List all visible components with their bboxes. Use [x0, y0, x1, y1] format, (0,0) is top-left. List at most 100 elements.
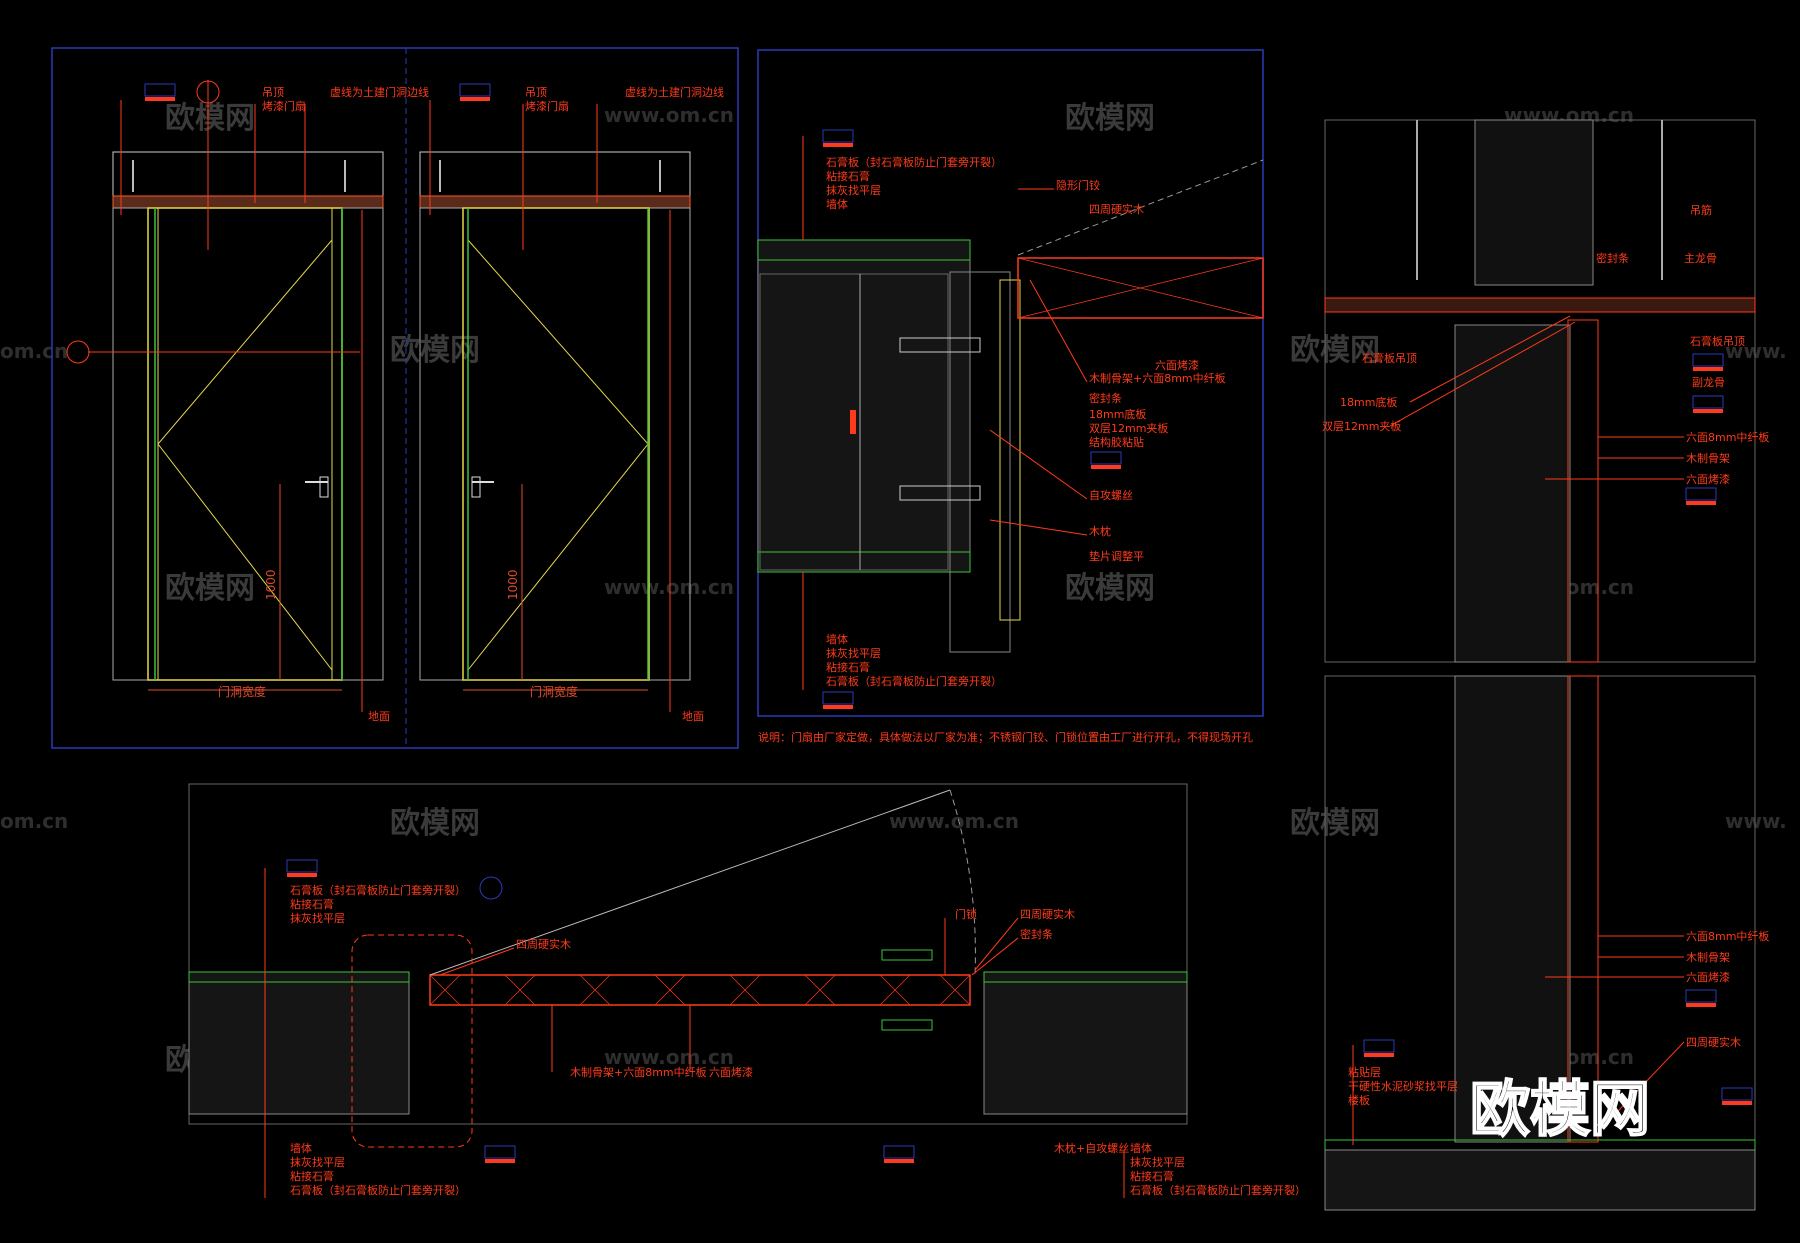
plaster-layer [983, 971, 1188, 983]
detail-tag [1693, 409, 1723, 413]
watermark-text: 欧模网 [1290, 333, 1380, 368]
detail-tag [823, 143, 853, 147]
label-layer: 粘接石膏 [290, 897, 334, 911]
label-frame: 木制骨架 [1686, 452, 1730, 465]
label-plywood: 双层12mm夹板 [1089, 421, 1168, 435]
label-layer: 墙体 [826, 197, 848, 211]
detail-tag [884, 1159, 914, 1163]
door-leaf [429, 974, 971, 1006]
leader-line [974, 917, 1019, 971]
brand-logo: 欧模网 [1470, 1075, 1650, 1145]
elevation-frame [51, 47, 739, 749]
label-layer: 石膏板（封石膏板防止门套旁开裂） [290, 883, 466, 897]
leader-line [1409, 315, 1571, 403]
dim-height: 1000 [264, 569, 278, 600]
lock-handle [881, 1019, 933, 1031]
label-paint: 六面烤漆 [1686, 970, 1730, 984]
detail-tag [1364, 1053, 1394, 1057]
label-layer: 石膏板（封石膏板防止门套旁开裂） [1130, 1183, 1306, 1197]
detail-tag [145, 97, 175, 101]
wall-lower [1454, 675, 1571, 1143]
ceiling-outline [112, 151, 384, 203]
plaster-layer [188, 971, 410, 983]
watermark-url: www. [1725, 809, 1787, 833]
detail-tag [883, 1145, 915, 1159]
frame-border [51, 47, 739, 749]
detail-tag [1091, 465, 1121, 469]
leader-line [989, 519, 1088, 536]
detail-tag [1692, 395, 1724, 409]
swing-arc [1017, 159, 1264, 256]
label-ceiling: 石膏板吊顶 [1690, 334, 1745, 348]
detail-tag [1363, 1039, 1395, 1053]
swing-arc [949, 789, 976, 976]
label-floor: 地面 [368, 710, 390, 723]
label-sub-keel: 副龙骨 [1692, 376, 1725, 389]
label-layer: 墙体 [826, 632, 848, 646]
label-wood: 四周硬实木 [1686, 1035, 1741, 1049]
label-seal: 密封条 [1020, 927, 1053, 941]
label-layer: 抹灰找平层 [826, 183, 881, 197]
ceiling-layer [419, 195, 691, 209]
label-layer: 墙体 [1130, 1141, 1152, 1155]
label-door-leaf: 烤漆门扇 [262, 99, 306, 113]
right-door-elevation: 1000 门洞宽度 吊顶 烤漆门扇 虚线为土建门洞边线 地面 [419, 83, 724, 723]
label-screw: 自攻螺丝 [1089, 488, 1133, 502]
label-ceiling: 吊顶 [262, 86, 284, 99]
label-floor-layer: 粘贴层 [1348, 1065, 1381, 1079]
label-mdf: 六面8mm中纤板 [1686, 929, 1769, 943]
wall-left [188, 971, 410, 1115]
label-seal: 密封条 [1089, 391, 1122, 405]
label-frame: 木制骨架+六面8mm中纤板 [1089, 371, 1226, 385]
detail-tag [287, 873, 317, 877]
detail-tag [822, 129, 854, 143]
label-wood: 四周硬实木 [1020, 907, 1075, 921]
detail-tag [459, 83, 491, 97]
label-frame: 木制骨架+六面8mm中纤板 [570, 1065, 707, 1079]
label-door-edge: 虚线为土建门洞边线 [625, 85, 724, 99]
left-door-elevation: 1000 门洞宽度 吊顶 烤漆门扇 虚线为土建门洞边线 地面 [66, 80, 429, 723]
label-board: 18mm底板 [1089, 407, 1146, 421]
veneer-layer [999, 279, 1021, 621]
plaster-layer [757, 551, 971, 573]
detail-tag [1692, 353, 1724, 367]
label-layer: 粘接石膏 [1130, 1169, 1174, 1183]
door-leaf-lower [1567, 675, 1599, 1143]
label-paint: 六面烤漆 [1155, 358, 1199, 372]
detail-tag [1693, 367, 1723, 371]
detail-marker [479, 876, 503, 900]
watermark-url: www.om.cn [889, 809, 1019, 833]
swing-indicator [157, 239, 333, 671]
watermark-url: om.cn [0, 809, 68, 833]
detail-tag [286, 859, 318, 873]
label-floor: 地面 [682, 710, 704, 723]
label-ceiling: 石膏板吊顶 [1362, 351, 1417, 365]
label-layer: 粘接石膏 [826, 660, 870, 674]
watermark-url: www. [1725, 339, 1787, 363]
door-handle [471, 476, 481, 498]
dim-height: 1000 [506, 569, 520, 600]
plaster-layer [757, 239, 971, 261]
label-layer: 粘接石膏 [290, 1169, 334, 1183]
label-layer: 石膏板（封石膏板防止门套旁开裂） [290, 1183, 466, 1197]
marker [850, 410, 856, 434]
watermark-text: 欧模网 [1290, 806, 1380, 841]
door-leaf-hatching [429, 974, 971, 1006]
label-layer: 石膏板（封石膏板防止门套旁开裂） [826, 674, 1002, 688]
label-hinge: 隐形门铰 [1056, 178, 1100, 192]
detail-tag [1686, 1003, 1716, 1007]
label-mdf: 六面8mm中纤板 [1686, 430, 1769, 444]
label-paint: 六面烤漆 [709, 1065, 753, 1079]
section-marker [196, 80, 220, 104]
lock-handle [881, 949, 933, 961]
wall-core [759, 273, 949, 571]
watermark-text: 欧模网 [390, 333, 480, 368]
swing-indicator [467, 239, 649, 671]
wall-right [983, 971, 1188, 1115]
label-layer: 抹灰找平层 [290, 1155, 345, 1169]
leader-line [1389, 321, 1576, 427]
door-frame-wood [949, 271, 1011, 653]
label-seal: 密封条 [1596, 251, 1629, 265]
screw [899, 485, 981, 501]
